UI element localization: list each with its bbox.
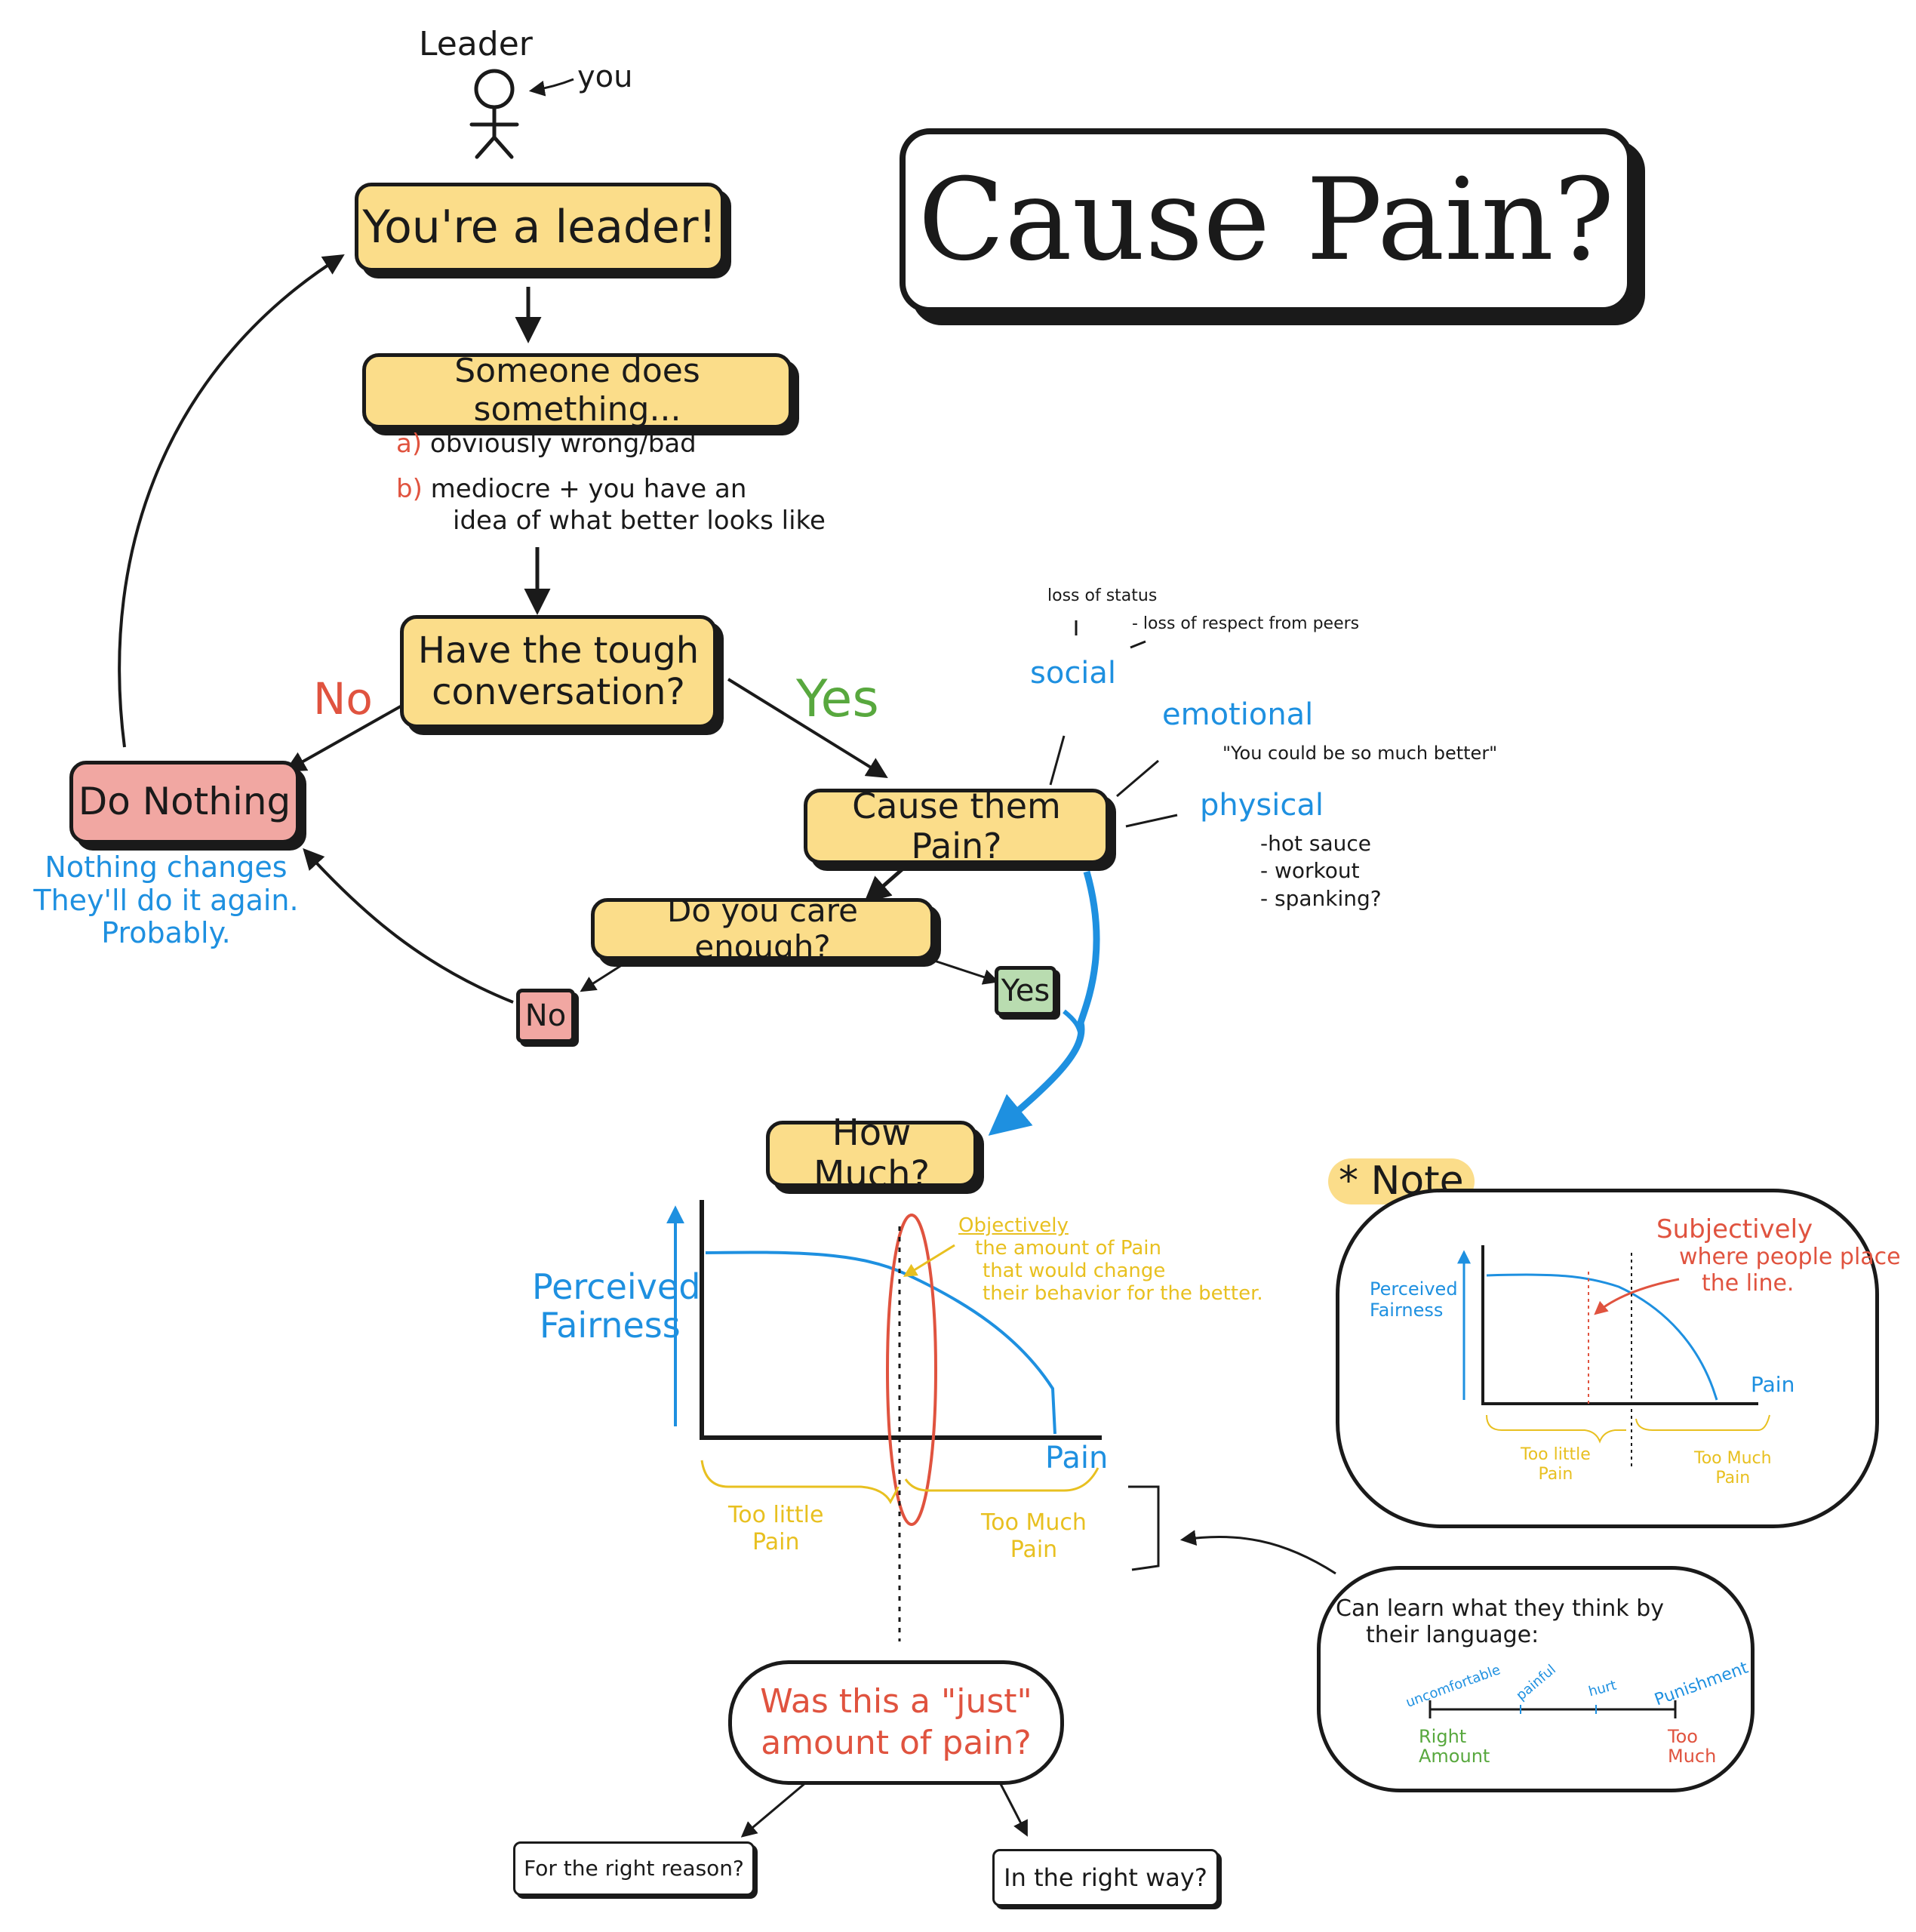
right-amount: Right Amount (1419, 1726, 1490, 1767)
youre-leader-box[interactable]: You're a leader! (355, 183, 724, 272)
note-too-much-brace (1635, 1414, 1770, 1431)
loss-of-respect: - loss of respect from peers (1132, 614, 1360, 633)
connector-emotional (1116, 759, 1159, 798)
how-much-box[interactable]: How Much? (766, 1112, 977, 1195)
physical-items: -hot sauce - workout - spanking? (1260, 831, 1382, 911)
physical-label: physical (1200, 788, 1324, 823)
arrow-language-to-bracket (1179, 1530, 1336, 1575)
right-way-box[interactable]: In the right way? (992, 1849, 1219, 1906)
note-subjectively-arrow (1594, 1278, 1680, 1315)
emotional-label: emotional (1162, 697, 1314, 732)
cause-them-pain-box[interactable]: Cause them Pain? (804, 786, 1109, 866)
emotional-quote: "You could be so much better" (1222, 743, 1498, 764)
arrow-cause-pain-to-care (863, 865, 907, 903)
someone-does-box[interactable]: Someone does something... (362, 352, 792, 429)
leader-label: Leader (419, 25, 533, 63)
objectively-arrow (903, 1244, 955, 1277)
option-b: b) mediocre + you have an (396, 474, 747, 504)
connector-respect (1130, 640, 1146, 649)
too-much-pain: Too Much Pain (981, 1509, 1087, 1563)
main-chart (666, 1200, 1160, 1641)
note-cloud: Perceived Fairness Pain Subjectively whe… (1336, 1189, 1901, 1528)
you-arrow (528, 78, 574, 97)
language-scale (1429, 1700, 1677, 1718)
language-cloud: Can learn what they think by their langu… (1317, 1566, 1755, 1792)
arrow-care-to-no (580, 961, 627, 992)
option-b-line2: idea of what better looks like (453, 506, 826, 536)
yes-box[interactable]: Yes (995, 966, 1056, 1016)
connector-social (1049, 735, 1066, 786)
too-much-brace (904, 1467, 1099, 1492)
option-a: a) obviously wrong/bad (396, 429, 697, 459)
no-label: No (313, 673, 373, 724)
just-amount-cloud[interactable]: Was this a "just" amount of pain? (728, 1660, 1064, 1785)
main-chart-y-axis (700, 1200, 1102, 1440)
too-little-brace (700, 1460, 900, 1505)
note-too-much: Too Much Pain (1694, 1449, 1772, 1488)
note-subjectively: Subjectively where people place the line… (1656, 1214, 1901, 1297)
objectively-note: Objectively the amount of Pain that woul… (958, 1214, 1263, 1305)
note-ylabel: Perceived Fairness (1370, 1278, 1458, 1321)
stick-figure-icon (469, 69, 519, 159)
main-chart-red-oval (886, 1214, 937, 1526)
big-bracket (1128, 1485, 1160, 1571)
tough-conversation-box[interactable]: Have the tough conversation? (400, 615, 717, 728)
you-label: you (577, 60, 633, 94)
right-reason-box[interactable]: For the right reason? (513, 1841, 755, 1896)
note-axes (1481, 1245, 1758, 1405)
nothing-changes-note: Nothing changes They'll do it again. Pro… (33, 851, 299, 950)
page-title: Cause Pain? (918, 155, 1615, 287)
no-box[interactable]: No (516, 989, 575, 1043)
care-enough-box[interactable]: Do you care enough? (591, 892, 934, 965)
yes-label: Yes (796, 669, 879, 729)
title-box: Cause Pain? (900, 128, 1633, 313)
arrow-conversation-to-do-nothing (284, 699, 412, 772)
note-too-little-brace (1486, 1414, 1626, 1444)
main-chart-ylabel: Perceived Fairness (532, 1266, 701, 1346)
arrow-do-nothing-to-leader (118, 254, 345, 748)
arrow-conversation-to-cause-pain (727, 678, 888, 778)
arrow-just-to-way (998, 1782, 1028, 1837)
note-too-little: Too little Pain (1521, 1445, 1591, 1484)
arrow-yes-to-blue (1063, 1009, 1083, 1036)
language-too-much: Too Much (1668, 1726, 1717, 1767)
do-nothing-box[interactable]: Do Nothing (69, 761, 300, 844)
note-xlabel: Pain (1751, 1372, 1795, 1397)
social-label: social (1030, 656, 1117, 691)
arrow-care-to-yes (931, 958, 999, 985)
arrow-no-to-do-nothing (303, 848, 514, 1004)
note-chart (1457, 1245, 1770, 1468)
connector-physical (1125, 814, 1178, 828)
loss-of-status: loss of status (1047, 586, 1158, 605)
note-curve (1486, 1273, 1718, 1401)
too-little-pain: Too little Pain (728, 1502, 824, 1555)
arrow-blue-to-how-much[interactable] (988, 870, 1100, 1136)
language-title: Can learn what they think by their langu… (1336, 1595, 1664, 1648)
arrow-just-to-reason (740, 1781, 807, 1838)
main-chart-xlabel: Pain (1045, 1441, 1109, 1475)
